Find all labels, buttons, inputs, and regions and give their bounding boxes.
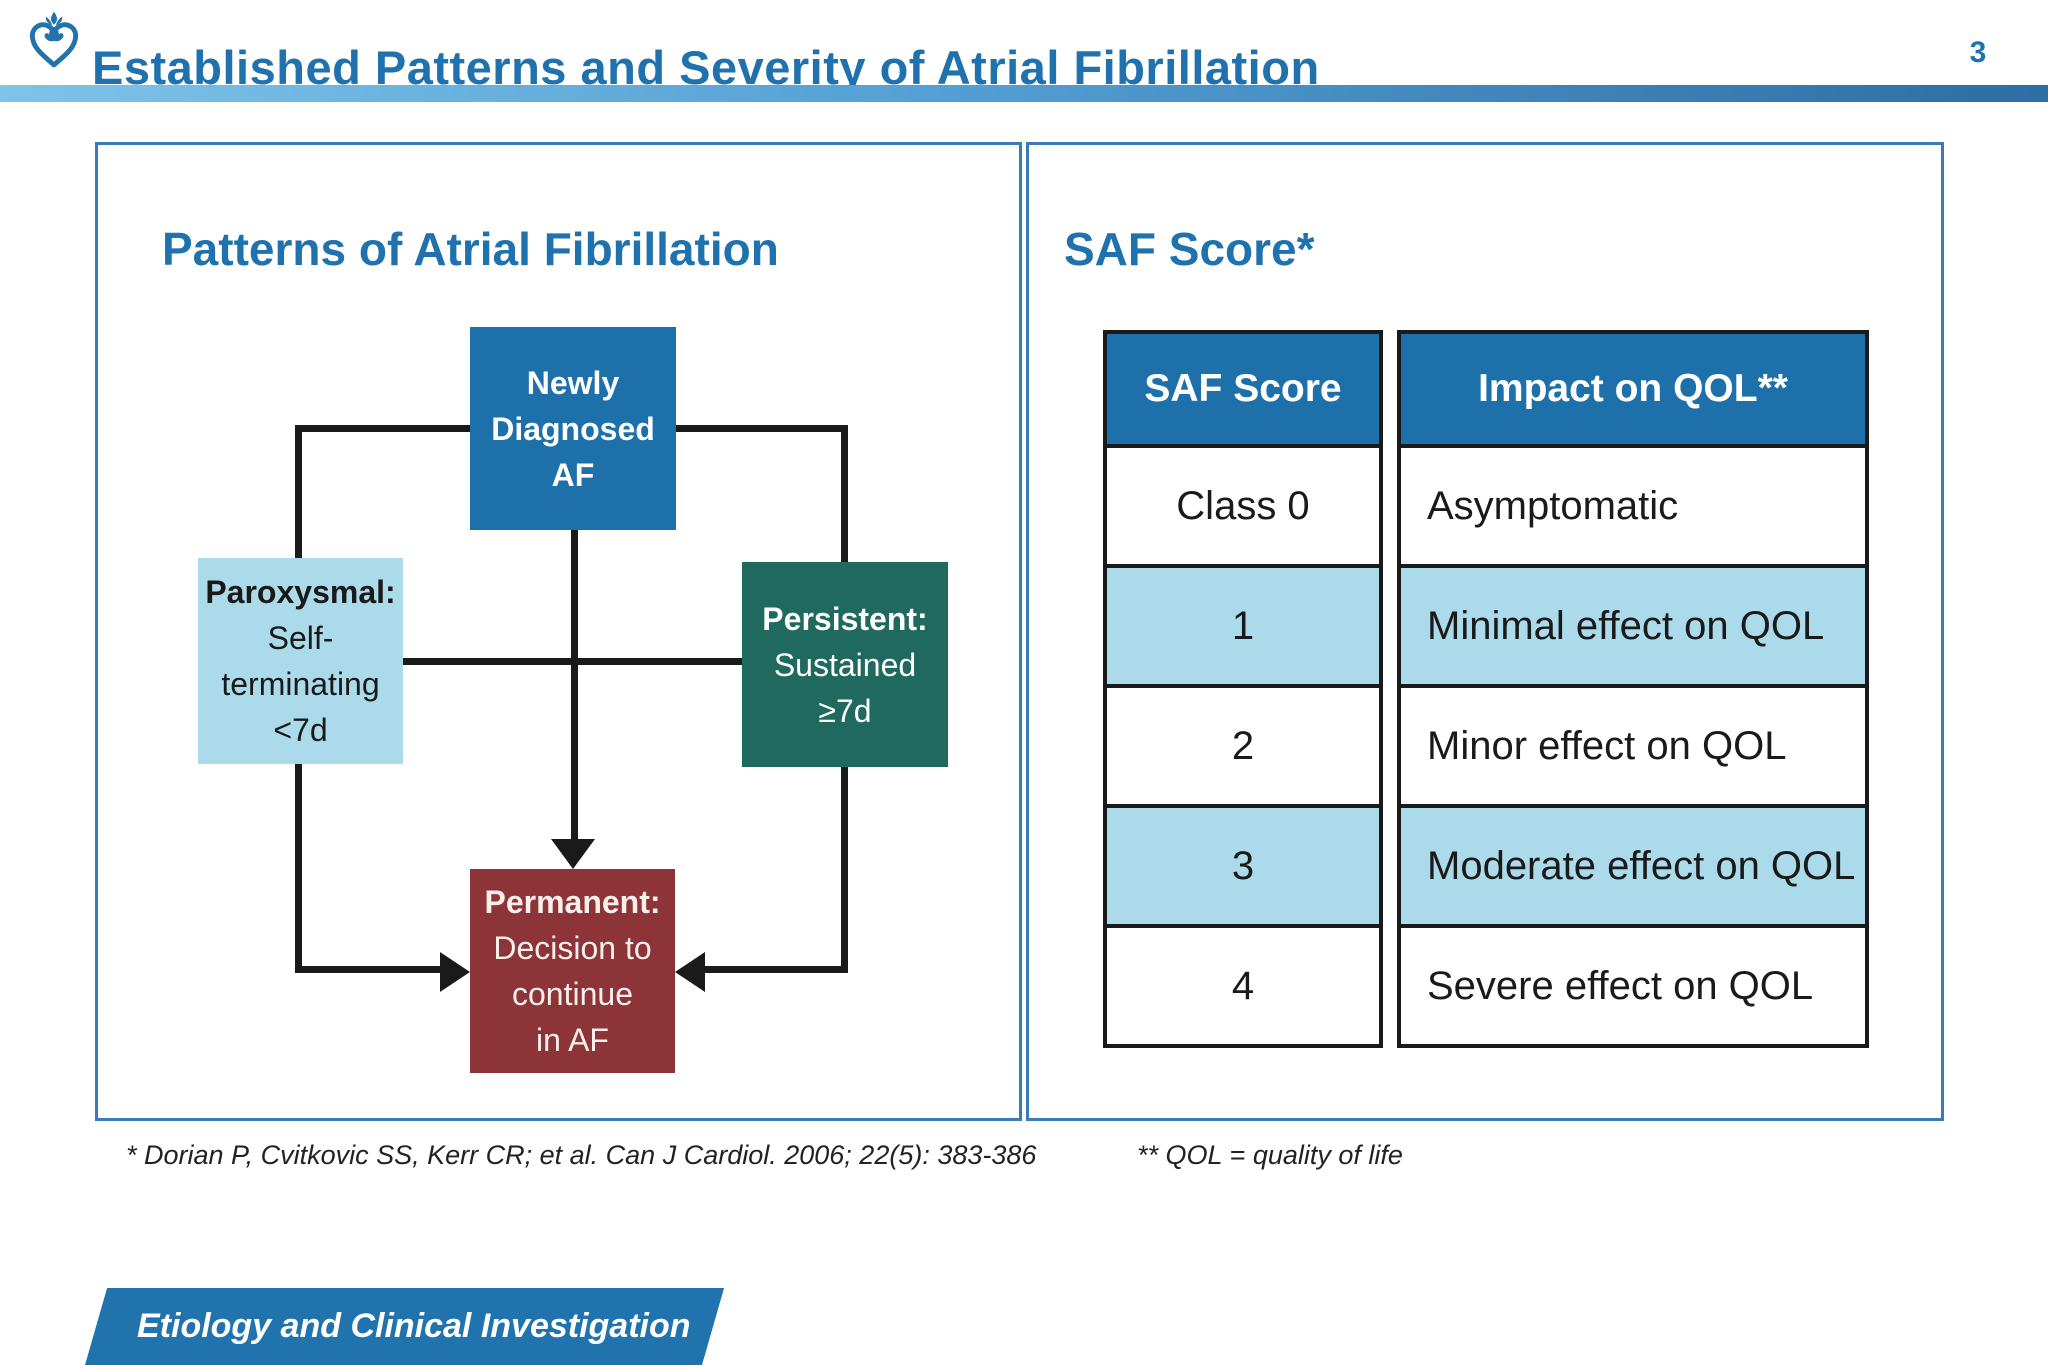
heart-flame-logo-icon — [29, 11, 79, 68]
saf-table-header-score: SAF Score — [1103, 330, 1383, 448]
connector-right-down — [841, 425, 848, 562]
saf-score-cell: 3 — [1103, 804, 1383, 928]
flow-box-paroxysmal: Paroxysmal: Self- terminating <7d — [198, 558, 403, 764]
patterns-panel-title: Patterns of Atrial Fibrillation — [162, 223, 779, 275]
saf-score-panel-title: SAF Score* — [1064, 223, 1315, 275]
saf-score-cell: 1 — [1103, 564, 1383, 688]
flow-box-permanent-body: Decision to continue in AF — [493, 930, 652, 1058]
table-row: 3 Moderate effect on QOL — [1103, 804, 1869, 928]
connector-middle-horizontal — [403, 658, 742, 665]
flow-box-paroxysmal-body: Self- terminating <7d — [221, 620, 380, 748]
citation-footnote: * Dorian P, Cvitkovic SS, Kerr CR; et al… — [126, 1140, 1037, 1170]
flow-box-newly-diagnosed: Newly Diagnosed AF — [470, 327, 676, 530]
saf-score-cell: Class 0 — [1103, 444, 1383, 568]
table-row: Class 0 Asymptomatic — [1103, 444, 1869, 568]
qol-impact-cell: Minimal effect on QOL — [1397, 564, 1869, 688]
flow-arrow-left-icon — [675, 952, 705, 992]
flow-box-paroxysmal-title: Paroxysmal: — [205, 574, 396, 610]
section-banner-label: Etiology and Clinical Investigation — [137, 1307, 691, 1345]
header-divider-bar — [0, 85, 2048, 102]
qol-definition-footnote: ** QOL = quality of life — [1137, 1140, 1403, 1170]
flow-box-persistent-title: Persistent: — [762, 600, 928, 637]
qol-impact-cell: Severe effect on QOL — [1397, 924, 1869, 1048]
connector-center-down — [571, 530, 578, 845]
flow-arrow-down-icon — [551, 839, 595, 869]
connector-right-elbow-vertical — [841, 767, 848, 973]
flow-box-permanent: Permanent: Decision to continue in AF — [470, 869, 675, 1073]
flow-box-permanent-title: Permanent: — [484, 884, 661, 920]
section-banner: Etiology and Clinical Investigation — [85, 1288, 725, 1365]
connector-left-elbow-horizontal — [295, 966, 440, 973]
connector-left-down — [295, 425, 302, 558]
qol-impact-cell: Minor effect on QOL — [1397, 684, 1869, 808]
connector-left-elbow-vertical — [295, 764, 302, 973]
flow-box-persistent-body: Sustained ≥7d — [773, 646, 917, 729]
qol-impact-cell: Moderate effect on QOL — [1397, 804, 1869, 928]
saf-table-header-row: SAF Score Impact on QOL** — [1103, 330, 1869, 448]
connector-top-right — [676, 425, 847, 432]
table-row: 4 Severe effect on QOL — [1103, 924, 1869, 1048]
table-row: 2 Minor effect on QOL — [1103, 684, 1869, 808]
connector-top-left — [297, 425, 470, 432]
flow-arrow-right-icon — [440, 952, 470, 992]
saf-table-header-impact: Impact on QOL** — [1397, 330, 1869, 448]
saf-score-table: SAF Score Impact on QOL** Class 0 Asympt… — [1103, 330, 1869, 1048]
qol-impact-cell: Asymptomatic — [1397, 444, 1869, 568]
connector-right-elbow-horizontal — [703, 966, 848, 973]
slide-number: 3 — [1969, 36, 1987, 69]
saf-score-cell: 2 — [1103, 684, 1383, 808]
table-row: 1 Minimal effect on QOL — [1103, 564, 1869, 688]
saf-score-cell: 4 — [1103, 924, 1383, 1048]
flow-box-newly-text: Newly Diagnosed AF — [491, 364, 655, 493]
flow-box-persistent: Persistent: Sustained ≥7d — [742, 562, 948, 767]
